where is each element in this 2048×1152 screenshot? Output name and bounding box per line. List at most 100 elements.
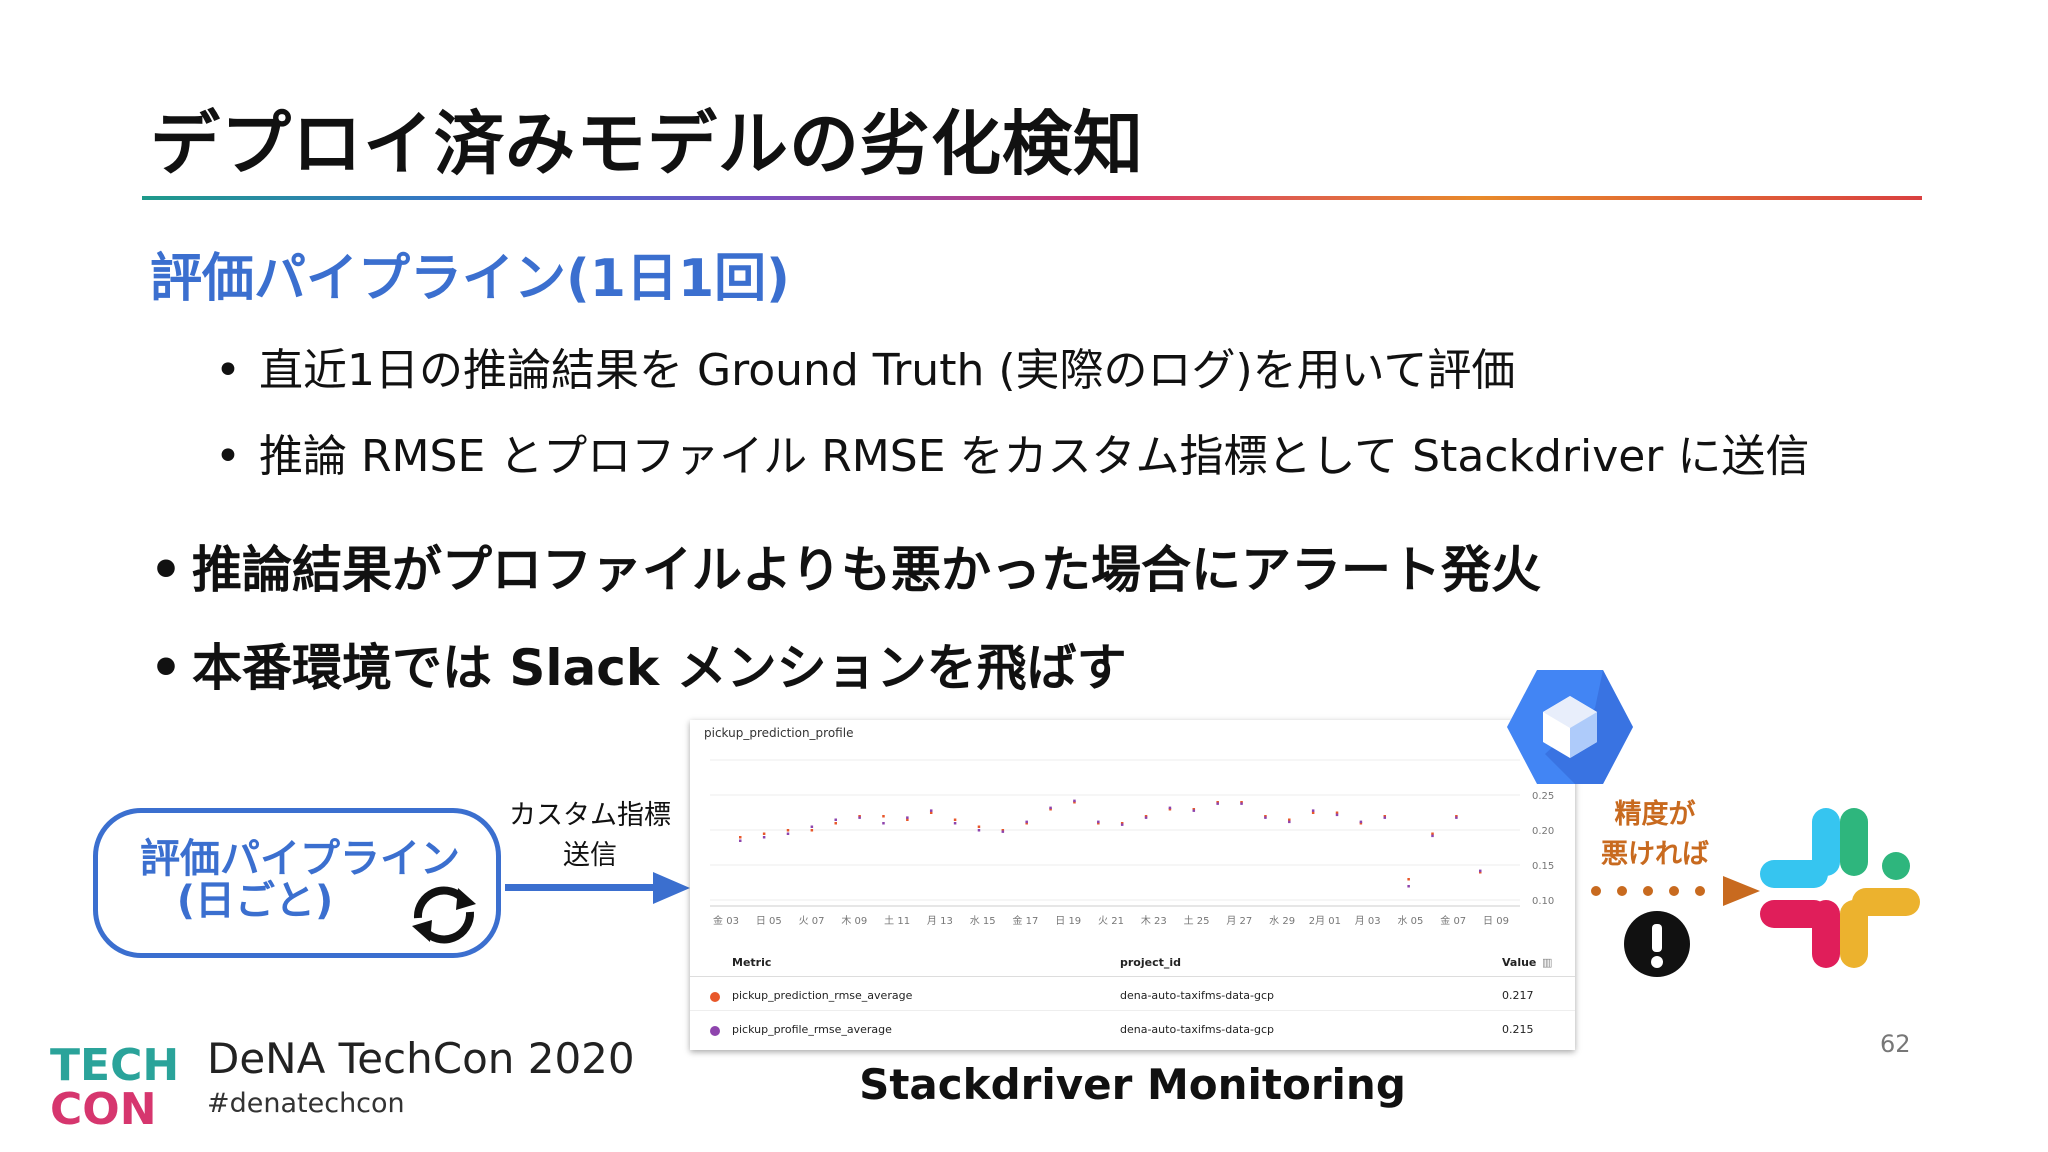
slack-logo (1760, 808, 1920, 968)
brand-title: DeNA TechCon 2020 (207, 1034, 635, 1083)
data-point (858, 815, 861, 818)
data-point (739, 839, 742, 842)
main-bullet-2-text: 本番環境では Slack メンションを飛ばす (192, 639, 1127, 697)
bullet-dot: • (215, 431, 241, 482)
data-point (1264, 815, 1267, 818)
x-tick-label: 月 03 (1355, 915, 1381, 927)
pipeline-label-line1: 評価パイプライン (140, 836, 460, 882)
data-point (1192, 809, 1196, 812)
monitoring-chart-card[interactable]: 0.30.250.200.150.10金 03日 05火 07木 09土 11月… (690, 720, 1575, 1050)
data-point (1383, 816, 1387, 819)
data-point (1120, 823, 1124, 826)
data-point (1168, 806, 1172, 810)
data-point (929, 811, 933, 814)
data-point (1144, 815, 1148, 818)
y-tick-label: 0.25 (1532, 791, 1554, 802)
dotted-arrow-icon (1591, 876, 1760, 906)
title-divider (142, 196, 1922, 200)
table-divider (690, 976, 1575, 977)
column-chooser-icon[interactable]: ▥ (1542, 956, 1553, 969)
row-metric: pickup_profile_rmse_average (732, 1023, 892, 1036)
sub-bullet-1: • 直近1日の推論結果を Ground Truth (実際のログ)を用いて評価 (215, 334, 1515, 398)
data-point (1264, 816, 1267, 819)
row-project-id: dena-auto-taxifms-data-gcp (1120, 1023, 1275, 1036)
data-point (953, 822, 957, 825)
data-point (1240, 802, 1243, 805)
data-point (1001, 830, 1005, 833)
data-point (1097, 820, 1100, 824)
data-point (1359, 822, 1363, 825)
data-point (929, 809, 933, 812)
data-point (1455, 816, 1458, 819)
data-point (762, 836, 766, 839)
data-point (977, 825, 981, 828)
data-point (1025, 820, 1028, 824)
alert-icon (1624, 911, 1690, 977)
data-point (906, 816, 909, 819)
chart-name: pickup_prediction_profile (704, 726, 854, 740)
data-point (1097, 822, 1100, 825)
x-tick-label: 土 11 (884, 914, 910, 927)
main-bullet-2: •本番環境では Slack メンションを飛ばす (150, 628, 1127, 700)
y-tick-label: 0.10 (1532, 896, 1554, 907)
stackdriver-caption: Stackdriver Monitoring (859, 1060, 1406, 1109)
x-tick-label: 火 07 (799, 915, 825, 927)
data-point (1073, 799, 1076, 803)
data-point (1431, 834, 1434, 838)
sub-bullet-2: • 推論 RMSE とプロファイル RMSE をカスタム指標として Stackdr… (215, 420, 1809, 484)
x-tick-label: 金 03 (713, 914, 739, 927)
data-point (1311, 809, 1315, 812)
logo-line2: CON (50, 1084, 157, 1126)
x-tick-label: 月 13 (927, 915, 953, 927)
data-point (810, 829, 814, 832)
data-point (977, 829, 981, 832)
data-point (834, 818, 837, 821)
x-tick-label: 金 17 (1012, 914, 1038, 927)
data-point (1288, 820, 1291, 824)
data-point (739, 836, 742, 839)
row-metric: pickup_prediction_rmse_average (732, 989, 913, 1002)
bullet-dot: • (150, 541, 182, 599)
pipeline-box (93, 808, 501, 958)
gcp-monitoring-icon (1507, 670, 1633, 784)
x-tick-label: 金 07 (1440, 914, 1466, 927)
data-point (1049, 808, 1052, 811)
data-point (1383, 815, 1387, 818)
slide-title: デプロイ済みモデルの劣化検知 (150, 103, 1144, 185)
y-tick-label: 0.20 (1532, 826, 1554, 837)
main-bullet-1-text: 推論結果がプロファイルよりも悪かった場合にアラート発火 (192, 541, 1541, 599)
data-point (1359, 820, 1363, 824)
data-point (1431, 832, 1434, 835)
x-tick-label: 水 05 (1397, 915, 1423, 927)
data-point (1479, 869, 1482, 873)
series-color-dot (710, 1026, 720, 1036)
data-point (882, 822, 885, 825)
x-tick-label: 月 27 (1226, 915, 1252, 927)
series-color-dot (710, 992, 720, 1002)
data-point (1216, 801, 1219, 804)
arrow-right-icon (505, 872, 690, 904)
section-subtitle: 評価パイプライン(1日1回) (150, 249, 790, 309)
data-point (1407, 878, 1410, 881)
send-label-line2: 送信 (563, 840, 617, 871)
data-point (786, 832, 790, 835)
row-value: 0.217 (1502, 989, 1534, 1002)
bullet-dot: • (215, 345, 241, 396)
x-tick-label: 木 23 (1141, 915, 1167, 927)
data-point (1168, 808, 1172, 811)
data-point (882, 815, 885, 818)
pipeline-label: 評価パイプライン (日ごと) (140, 838, 460, 922)
page-number: 62 (1880, 1030, 1911, 1058)
x-tick-label: 日 09 (1483, 916, 1509, 927)
data-point (1216, 802, 1219, 805)
row-project-id: dena-auto-taxifms-data-gcp (1120, 989, 1275, 1002)
data-point (762, 832, 766, 835)
bullet-dot: • (150, 639, 182, 697)
data-point (1455, 815, 1458, 818)
sub-bullet-1-text: 直近1日の推論結果を Ground Truth (実際のログ)を用いて評価 (259, 345, 1516, 396)
data-point (1407, 885, 1410, 888)
pipeline-label-line2: (日ごと) (176, 878, 334, 924)
x-tick-label: 2月 01 (1309, 915, 1341, 927)
techcon-logo: TECH CON (50, 1040, 179, 1126)
sub-bullet-2-text: 推論 RMSE とプロファイル RMSE をカスタム指標として Stackdri… (259, 431, 1810, 482)
